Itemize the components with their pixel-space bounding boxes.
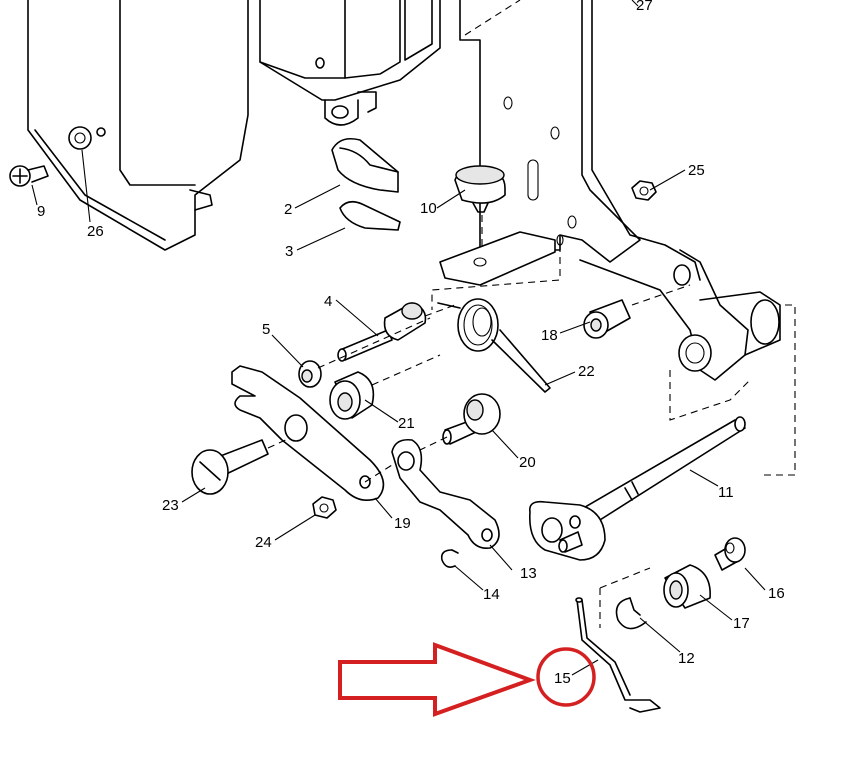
- callout-26: 26: [87, 223, 104, 240]
- highlight-circle: [536, 647, 596, 707]
- callout-13: 13: [520, 565, 537, 582]
- callout-25: 25: [688, 162, 705, 179]
- callout-12: 12: [678, 650, 695, 667]
- part-15-rod: [575, 597, 661, 713]
- solenoid-block: [259, 0, 441, 126]
- part-2: [331, 137, 399, 193]
- callout-2: 2: [284, 201, 292, 218]
- part-11-shaft: [528, 416, 746, 561]
- callout-27: 27: [636, 0, 653, 14]
- part-13-link: [391, 438, 500, 550]
- part-4-pin: [337, 302, 456, 362]
- part-20-stud: [419, 393, 501, 451]
- part-16-pin: [714, 537, 746, 571]
- part-24-nut: [312, 496, 337, 519]
- callout-4: 4: [324, 293, 332, 310]
- callout-14: 14: [483, 586, 500, 603]
- left-housing: [27, 0, 249, 251]
- part-5-bushing: [298, 317, 431, 388]
- part-17-bushing: [663, 564, 711, 609]
- highlight-arrow: [338, 642, 536, 717]
- callout-10: 10: [420, 200, 437, 217]
- part-23-screw: [191, 437, 291, 495]
- plate-under-10: [439, 231, 556, 286]
- callout-17: 17: [733, 615, 750, 632]
- part-22-spring: [437, 298, 551, 393]
- part-25-nut: [631, 180, 657, 201]
- part-18-screw: [583, 284, 691, 339]
- frame-plate: [431, 0, 796, 476]
- leader-lines: [31, 0, 766, 676]
- callout-22: 22: [578, 363, 595, 380]
- callout-19: 19: [394, 515, 411, 532]
- callout-20: 20: [519, 454, 536, 471]
- callout-3: 3: [285, 243, 293, 260]
- part-3: [339, 200, 401, 231]
- part-21-bushing: [329, 354, 441, 420]
- callout-5: 5: [262, 321, 270, 338]
- callout-18: 18: [541, 327, 558, 344]
- callout-24: 24: [255, 534, 272, 551]
- callout-11: 11: [718, 484, 734, 501]
- callout-23: 23: [162, 497, 179, 514]
- part-26-washer: [68, 126, 106, 150]
- part-9-screw: [9, 165, 49, 187]
- callout-9: 9: [37, 203, 45, 220]
- callout-labels: 2 3 4 5 9 10 11 12 13 14 15 16 17 18 19 …: [37, 0, 785, 687]
- part-19-arm: [231, 365, 401, 501]
- part-12-clip: [599, 567, 651, 630]
- callout-15: 15: [554, 670, 571, 687]
- callout-21: 21: [398, 415, 415, 432]
- part-14-clip: [440, 549, 459, 568]
- callout-16: 16: [768, 585, 785, 602]
